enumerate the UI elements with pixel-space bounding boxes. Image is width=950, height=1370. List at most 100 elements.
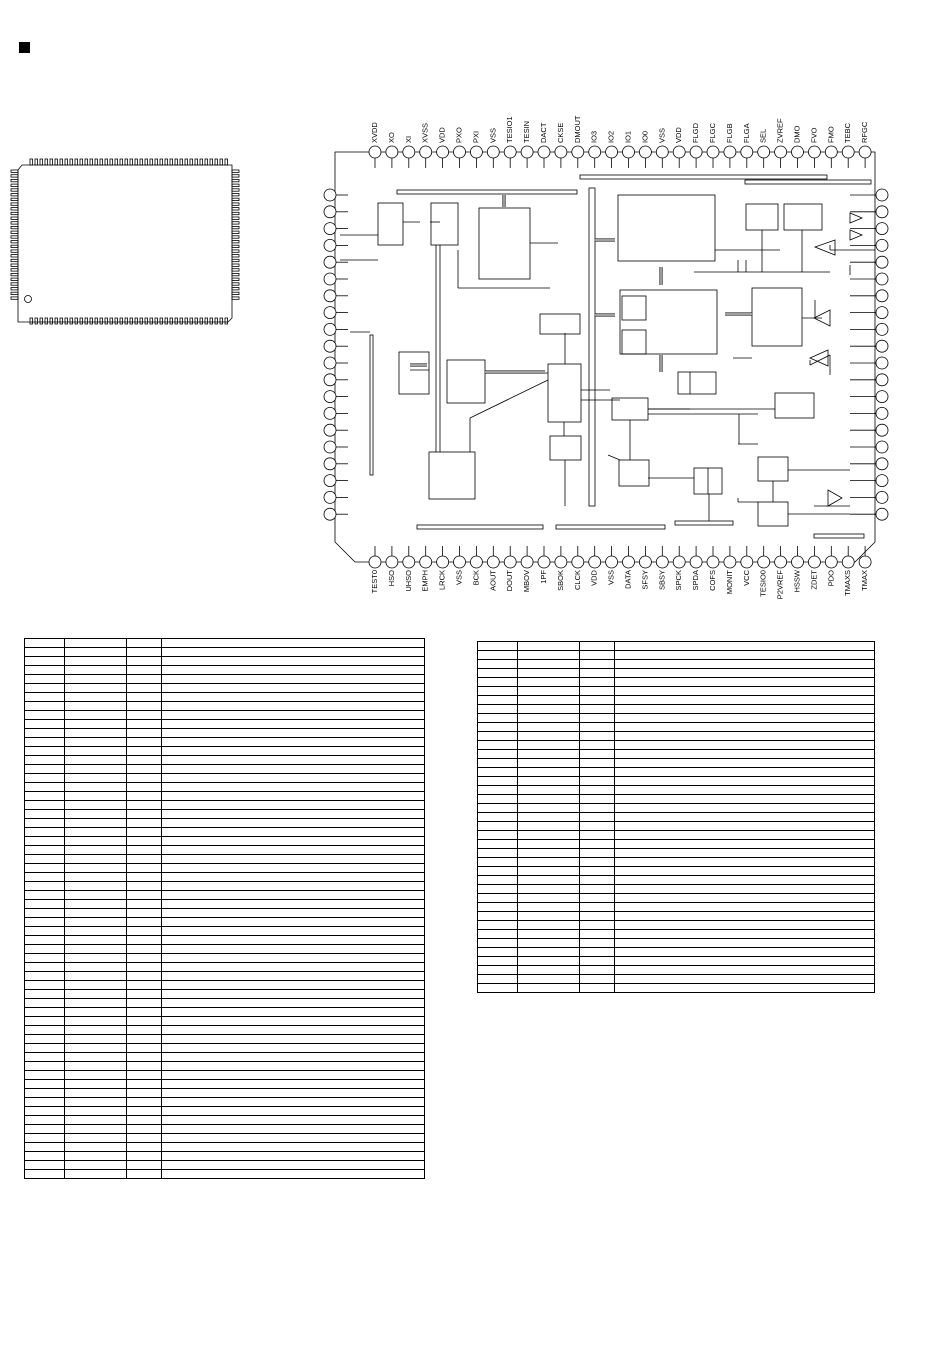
table-cell xyxy=(126,1151,162,1161)
table-cell xyxy=(126,818,162,828)
package-pin xyxy=(231,235,240,239)
pin-label: TMAX xyxy=(860,570,869,591)
table-cell xyxy=(24,953,65,963)
table-cell xyxy=(161,1142,425,1152)
table-cell xyxy=(126,665,162,675)
package-pin xyxy=(179,158,183,166)
table-row xyxy=(477,767,875,777)
package-pin xyxy=(69,317,73,325)
table-cell xyxy=(517,677,580,687)
pin-label: AOUT xyxy=(488,570,497,591)
package-pin xyxy=(149,317,153,325)
table-cell xyxy=(579,785,615,795)
table-row xyxy=(24,1097,425,1107)
package-pin xyxy=(139,158,143,166)
table-cell xyxy=(161,872,425,882)
bus-bar xyxy=(369,334,374,476)
table-cell xyxy=(477,929,518,939)
table-cell xyxy=(64,638,127,648)
table-cell xyxy=(161,935,425,945)
table-cell xyxy=(161,647,425,657)
top-pin xyxy=(824,145,838,159)
table-row xyxy=(477,947,875,957)
table-cell xyxy=(64,917,127,927)
table-cell xyxy=(614,758,875,768)
package-pin xyxy=(199,158,203,166)
amplifier xyxy=(813,239,836,256)
table-cell xyxy=(64,773,127,783)
table-cell xyxy=(517,659,580,669)
table-cell xyxy=(614,713,875,723)
package-pin xyxy=(231,197,240,201)
package-pin xyxy=(149,158,153,166)
package-pin xyxy=(79,158,83,166)
table-row xyxy=(24,998,425,1008)
table-cell xyxy=(517,857,580,867)
table-cell xyxy=(64,683,127,693)
pin-label: P2VREF xyxy=(776,570,785,600)
table-cell xyxy=(614,974,875,984)
top-pin xyxy=(469,145,483,159)
package-pin xyxy=(204,317,208,325)
table-cell xyxy=(517,983,580,993)
table-cell xyxy=(64,1016,127,1026)
amplifier xyxy=(827,489,843,507)
package-pin xyxy=(231,188,240,192)
right-pin xyxy=(875,238,889,252)
table-cell xyxy=(517,902,580,912)
right-pin xyxy=(875,440,889,454)
table-cell xyxy=(161,665,425,675)
table-cell xyxy=(161,998,425,1008)
package-pin xyxy=(94,158,98,166)
table-row xyxy=(477,920,875,930)
package-pin xyxy=(119,158,123,166)
table-cell xyxy=(517,686,580,696)
right-pin xyxy=(875,255,889,269)
table-cell xyxy=(64,971,127,981)
table-cell xyxy=(161,809,425,819)
table-cell xyxy=(579,929,615,939)
table-cell xyxy=(24,764,65,774)
table-cell xyxy=(64,881,127,891)
top-pin xyxy=(436,145,450,159)
pin-label: SPCK xyxy=(674,570,683,590)
table-cell xyxy=(126,728,162,738)
table-cell xyxy=(517,740,580,750)
table-cell xyxy=(64,1061,127,1071)
pin-label: VDD xyxy=(674,127,683,143)
table-cell xyxy=(161,1043,425,1053)
table-cell xyxy=(579,839,615,849)
table-cell xyxy=(477,911,518,921)
table-cell xyxy=(64,692,127,702)
package-pin xyxy=(59,317,63,325)
top-pin xyxy=(453,145,466,159)
table-cell xyxy=(614,929,875,939)
package-pin xyxy=(10,230,19,234)
table-cell xyxy=(64,1142,127,1152)
right-pin xyxy=(875,390,889,404)
table-cell xyxy=(161,755,425,765)
top-pin xyxy=(757,145,771,159)
table-cell xyxy=(517,785,580,795)
table-cell xyxy=(477,803,518,813)
pin-label: VSS xyxy=(607,570,616,585)
bottom-pin xyxy=(622,555,635,569)
pin-label: XVDD xyxy=(370,122,379,143)
bottom-pin xyxy=(723,555,737,569)
package-pin xyxy=(10,291,19,296)
package-pin xyxy=(231,268,240,272)
right-pin xyxy=(875,423,889,437)
table-row xyxy=(24,1043,425,1053)
table-cell xyxy=(517,956,580,966)
bottom-pin xyxy=(368,555,382,569)
table-cell xyxy=(579,758,615,768)
package-pin xyxy=(159,317,163,325)
table-cell xyxy=(161,953,425,963)
table-cell xyxy=(64,1025,127,1035)
pin-label: VDD xyxy=(590,569,599,585)
table-row xyxy=(24,1106,425,1116)
table-cell xyxy=(161,764,425,774)
table-cell xyxy=(517,866,580,876)
table-cell xyxy=(161,881,425,891)
right-pin xyxy=(875,507,889,521)
